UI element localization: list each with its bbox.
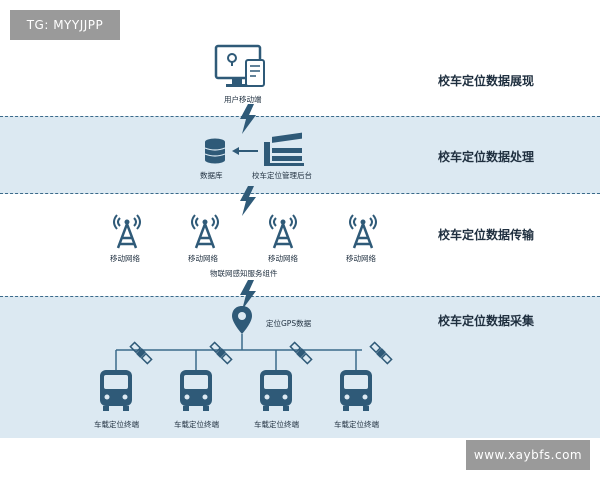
network-label: 移动网络	[110, 254, 140, 263]
bus-icon	[340, 370, 372, 411]
processing-layer-band	[0, 116, 600, 194]
gps-data-label: 定位GPS数据	[266, 319, 312, 328]
database-label: 数据库	[200, 171, 223, 180]
layer-label-display: 校车定位数据展现	[438, 74, 535, 88]
bus-icon	[180, 370, 212, 411]
server-rack-icon	[264, 132, 304, 166]
layer-label-processing: 校车定位数据处理	[438, 150, 535, 164]
database-icon	[204, 138, 226, 164]
network-label: 移动网络	[346, 254, 376, 263]
network-label: 移动网络	[188, 254, 218, 263]
lightning-arrow-icon	[240, 280, 256, 310]
terminal-label: 车载定位终端	[334, 420, 379, 429]
cell-tower-icon	[349, 214, 377, 249]
watermark-top-left: TG: MYYJJPP	[10, 10, 120, 40]
iot-service-label: 物联网感知服务组件	[210, 269, 278, 278]
collection-layer-band	[0, 296, 600, 438]
satellite-icon	[289, 341, 313, 365]
lightning-arrow-icon	[240, 104, 256, 134]
lightning-arrow-icon	[240, 186, 256, 216]
satellite-icon	[209, 341, 233, 365]
bus-icon	[100, 370, 132, 411]
network-label: 移动网络	[268, 254, 298, 263]
bus-icon	[260, 370, 292, 411]
user-terminal-icon	[214, 44, 265, 87]
cell-tower-icon	[269, 214, 297, 249]
user-mobile-label: 用户移动端	[224, 95, 262, 104]
backend-label: 校车定位管理后台	[252, 171, 312, 180]
watermark-bottom-right: www.xaybfs.com	[466, 440, 590, 470]
cell-tower-icon	[191, 214, 219, 249]
cell-tower-icon	[113, 214, 141, 249]
satellite-icon	[129, 341, 153, 365]
layer-label-collection: 校车定位数据采集	[438, 314, 535, 328]
terminal-label: 车载定位终端	[174, 420, 219, 429]
terminal-label: 车载定位终端	[94, 420, 139, 429]
terminal-label: 车载定位终端	[254, 420, 299, 429]
location-pin-icon	[232, 306, 252, 334]
layer-label-transmission: 校车定位数据传输	[438, 228, 535, 242]
left-arrow-icon	[232, 147, 258, 155]
satellite-icon	[369, 341, 393, 365]
